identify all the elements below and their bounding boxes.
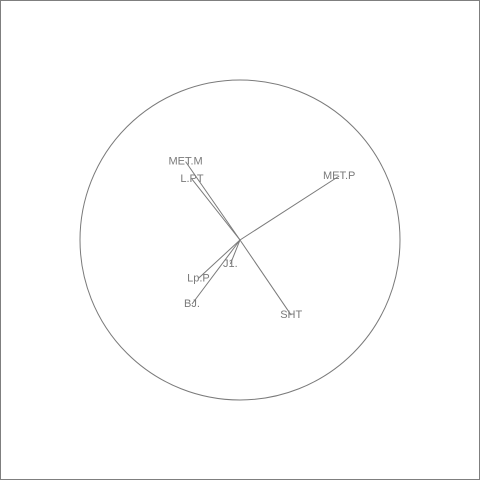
label-lp-p: Lp.P bbox=[187, 272, 210, 284]
label-met-p: MET.P bbox=[323, 170, 355, 182]
label-l-pt: L.PT bbox=[180, 173, 204, 185]
vector-lp-p bbox=[198, 239, 241, 279]
vector-met-m bbox=[185, 161, 241, 241]
vector-sht bbox=[239, 239, 292, 316]
variable-vectors bbox=[185, 161, 340, 316]
label-met-m: MET.M bbox=[168, 156, 202, 168]
label-bj: BJ. bbox=[184, 298, 200, 310]
variable-labels: MET.M L.PT MET.P J1. Lp.P BJ. SHT bbox=[168, 156, 355, 322]
label-sht: SHT bbox=[280, 309, 302, 321]
label-j1: J1. bbox=[223, 258, 238, 270]
vector-j1 bbox=[229, 239, 241, 265]
vector-l-pt bbox=[191, 178, 241, 241]
vector-bj bbox=[191, 239, 241, 305]
unit-circle bbox=[79, 79, 401, 401]
vector-met-p bbox=[239, 175, 340, 241]
